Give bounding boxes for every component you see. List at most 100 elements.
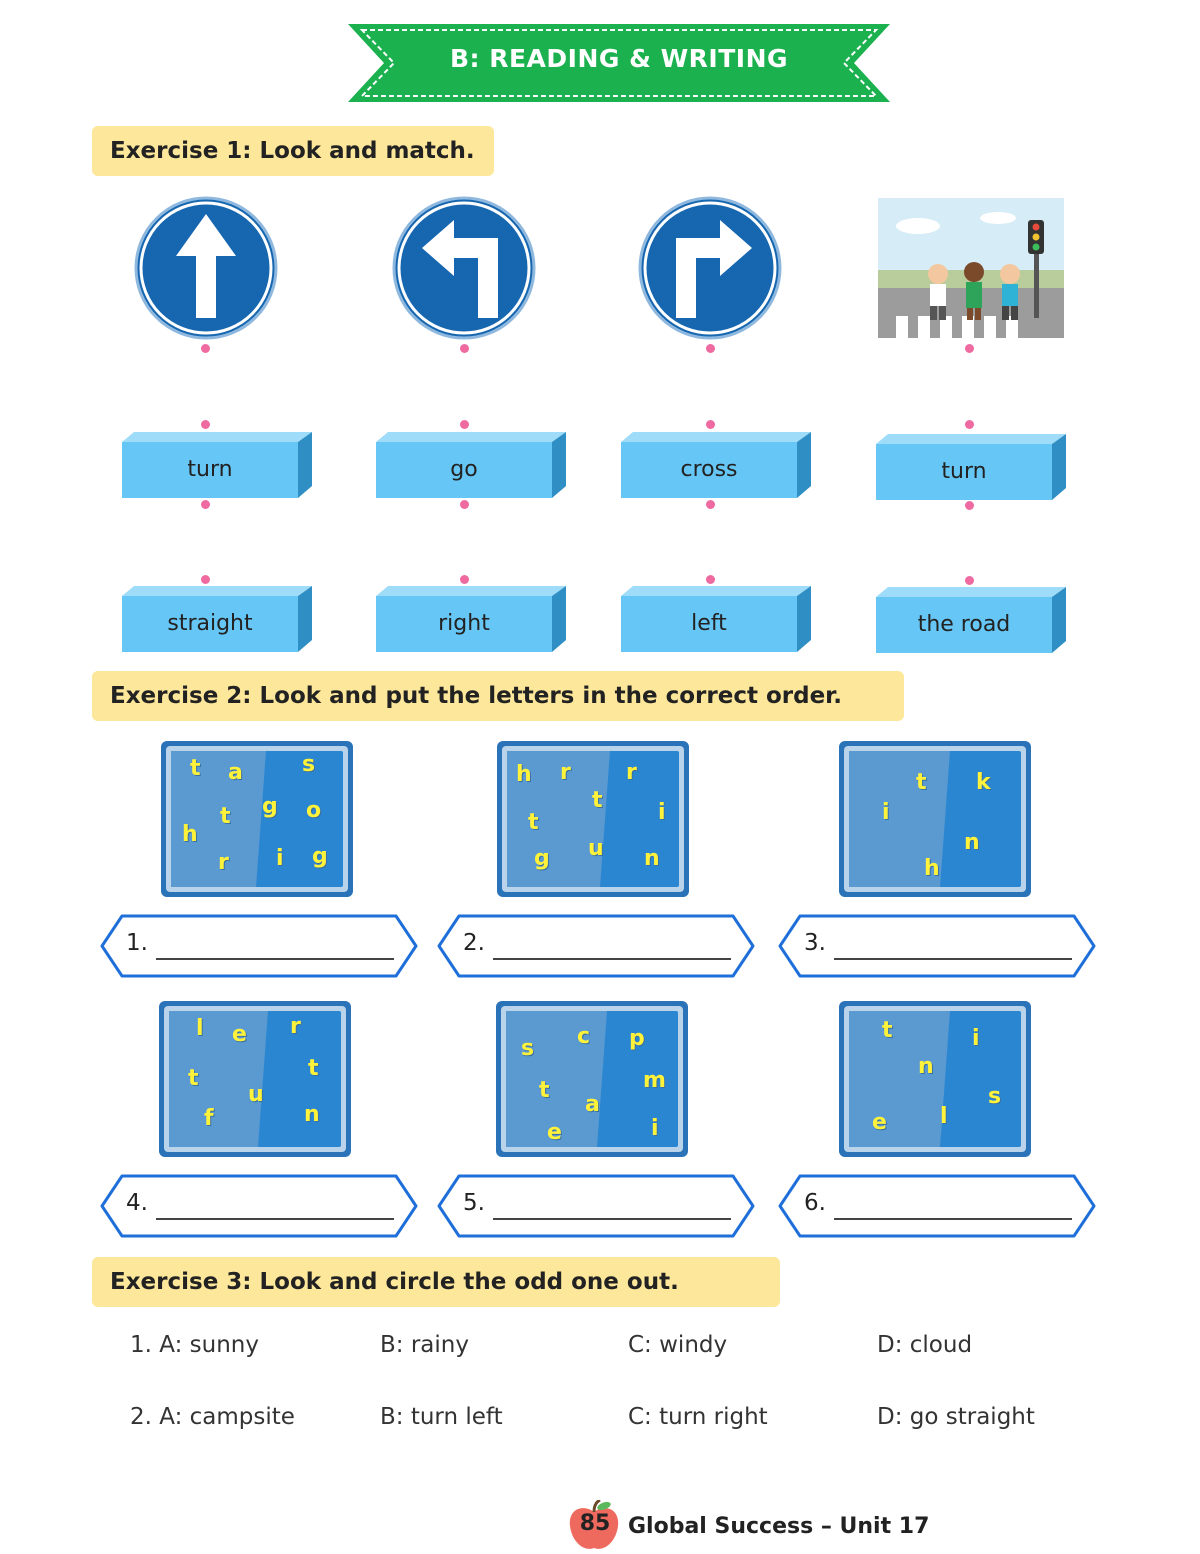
letter-board: t k i n h bbox=[838, 740, 1032, 898]
board-letter: a bbox=[228, 760, 243, 785]
answer-line bbox=[493, 958, 731, 960]
match-dot[interactable] bbox=[965, 576, 974, 585]
match-dot[interactable] bbox=[706, 575, 715, 584]
board-letter: i bbox=[972, 1026, 980, 1051]
option-d[interactable]: D: go straight bbox=[877, 1404, 1035, 1430]
answer-field[interactable]: 5. bbox=[437, 1174, 755, 1238]
match-dot[interactable] bbox=[460, 500, 469, 509]
footer-title: Global Success – Unit 17 bbox=[628, 1514, 930, 1539]
word-box[interactable]: turn bbox=[122, 432, 312, 498]
word-box[interactable]: right bbox=[376, 586, 566, 652]
option-b[interactable]: B: turn left bbox=[380, 1404, 503, 1430]
turn-left-sign-icon bbox=[392, 196, 536, 340]
section-banner bbox=[348, 24, 890, 102]
board-letter: a bbox=[585, 1092, 600, 1117]
letter-board: t a s t g o h r i g bbox=[160, 740, 354, 898]
board-letter: r bbox=[560, 760, 571, 785]
match-dot[interactable] bbox=[460, 420, 469, 429]
board-letter: t bbox=[190, 756, 201, 781]
exercise-1-heading: Exercise 1: Look and match. bbox=[92, 126, 494, 176]
match-dot[interactable] bbox=[201, 344, 210, 353]
word-box-label: the road bbox=[917, 612, 1011, 637]
answer-field[interactable]: 4. bbox=[100, 1174, 418, 1238]
letter-board: h r r t t i g u n bbox=[496, 740, 690, 898]
match-dot[interactable] bbox=[706, 420, 715, 429]
match-dot[interactable] bbox=[460, 344, 469, 353]
option-c[interactable]: C: turn right bbox=[628, 1404, 768, 1430]
match-dot[interactable] bbox=[706, 500, 715, 509]
letter-board: t i n s e l bbox=[838, 1000, 1032, 1158]
board-letter: f bbox=[204, 1106, 214, 1131]
answer-number: 1. bbox=[126, 930, 148, 956]
arrow-up-sign-icon bbox=[134, 196, 278, 340]
page-number: 85 bbox=[579, 1511, 611, 1536]
board-letter: p bbox=[629, 1026, 645, 1051]
board-letter: r bbox=[218, 850, 229, 875]
board-letter: t bbox=[592, 788, 603, 813]
match-dot[interactable] bbox=[965, 420, 974, 429]
board-letter: t bbox=[882, 1018, 893, 1043]
answer-line bbox=[156, 1218, 394, 1220]
board-letter: t bbox=[220, 804, 231, 829]
answer-field[interactable]: 1. bbox=[100, 914, 418, 978]
board-letter: u bbox=[248, 1082, 264, 1107]
board-letter: s bbox=[521, 1036, 535, 1061]
board-letter: r bbox=[290, 1014, 301, 1039]
option-a[interactable]: 2. A: campsite bbox=[130, 1404, 295, 1430]
match-dot[interactable] bbox=[965, 344, 974, 353]
word-box-label: go bbox=[450, 457, 478, 482]
word-box-label: turn bbox=[187, 457, 233, 482]
word-box[interactable]: turn bbox=[876, 434, 1066, 500]
option-d[interactable]: D: cloud bbox=[877, 1332, 973, 1358]
answer-number: 6. bbox=[804, 1190, 826, 1216]
answer-number: 4. bbox=[126, 1190, 148, 1216]
option-b[interactable]: B: rainy bbox=[380, 1332, 469, 1358]
word-box-label: cross bbox=[680, 457, 738, 482]
board-letter: h bbox=[516, 762, 532, 787]
board-letter: i bbox=[651, 1116, 659, 1141]
answer-line bbox=[493, 1218, 731, 1220]
exercise-3-heading: Exercise 3: Look and circle the odd one … bbox=[92, 1257, 780, 1307]
match-dot[interactable] bbox=[201, 420, 210, 429]
answer-field[interactable]: 2. bbox=[437, 914, 755, 978]
match-dot[interactable] bbox=[460, 575, 469, 584]
answer-field[interactable]: 3. bbox=[778, 914, 1096, 978]
board-letter: h bbox=[182, 822, 198, 847]
board-letter: n bbox=[304, 1102, 320, 1127]
answer-number: 2. bbox=[463, 930, 485, 956]
board-letter: r bbox=[626, 760, 637, 785]
board-letter: m bbox=[643, 1068, 666, 1093]
answer-line bbox=[834, 1218, 1072, 1220]
exercise-2-heading: Exercise 2: Look and put the letters in … bbox=[92, 671, 904, 721]
letter-board: l e r t t u f n bbox=[158, 1000, 352, 1158]
board-letter: e bbox=[872, 1110, 887, 1135]
board-letter: o bbox=[306, 798, 322, 823]
board-letter: l bbox=[940, 1104, 948, 1129]
apple-icon bbox=[569, 1500, 619, 1549]
word-box[interactable]: straight bbox=[122, 586, 312, 652]
word-box-label: straight bbox=[167, 611, 253, 636]
board-letter: t bbox=[188, 1066, 199, 1091]
option-c[interactable]: C: windy bbox=[628, 1332, 728, 1358]
board-letter: s bbox=[302, 752, 316, 777]
match-dot[interactable] bbox=[201, 500, 210, 509]
word-box[interactable]: left bbox=[621, 586, 811, 652]
word-box[interactable]: cross bbox=[621, 432, 811, 498]
board-letter: t bbox=[916, 770, 927, 795]
board-letter: c bbox=[577, 1024, 591, 1049]
board-letter: i bbox=[658, 800, 666, 825]
board-letter: g bbox=[312, 844, 328, 869]
match-dot[interactable] bbox=[965, 501, 974, 510]
option-a[interactable]: 1. A: sunny bbox=[130, 1332, 259, 1358]
word-box[interactable]: the road bbox=[876, 587, 1066, 653]
answer-field[interactable]: 6. bbox=[778, 1174, 1096, 1238]
board-letter: g bbox=[262, 794, 278, 819]
board-letter: n bbox=[644, 846, 660, 871]
board-letter: h bbox=[924, 856, 940, 881]
match-dot[interactable] bbox=[201, 575, 210, 584]
match-dot[interactable] bbox=[706, 344, 715, 353]
turn-right-sign-icon bbox=[638, 196, 782, 340]
board-letter: u bbox=[588, 836, 604, 861]
board-letter: s bbox=[988, 1084, 1002, 1109]
word-box[interactable]: go bbox=[376, 432, 566, 498]
